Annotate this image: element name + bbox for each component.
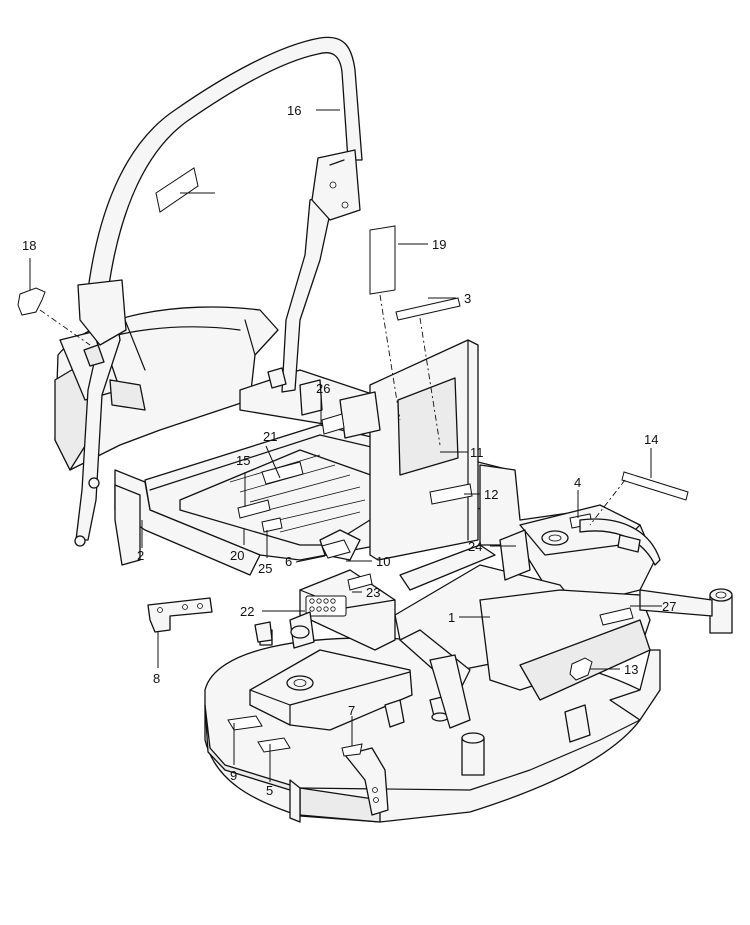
callout-7: 7 (348, 703, 355, 718)
deck-decal-5 (257, 737, 291, 753)
decal-25 (261, 517, 283, 533)
callout-10: 10 (376, 554, 390, 569)
loose-parts (17, 225, 689, 681)
strip-decal-3 (395, 297, 461, 321)
callout-25: 25 (258, 561, 272, 576)
decal-15 (237, 499, 271, 519)
strip-decal-14 (621, 471, 689, 501)
callout-5: 5 (266, 783, 273, 798)
callout-6: 6 (285, 554, 292, 569)
hand-decal-18 (17, 287, 46, 316)
callout-21: 21 (263, 429, 277, 444)
callout-20: 20 (230, 548, 244, 563)
callout-3: 3 (464, 291, 471, 306)
callout-4: 4 (574, 475, 581, 490)
callout-27: 27 (662, 599, 676, 614)
callout-9: 9 (230, 768, 237, 783)
decal-19 (369, 225, 396, 295)
callout-2: 2 (137, 548, 144, 563)
hand-decal-13 (569, 657, 593, 681)
decal-10 (321, 539, 351, 559)
callout-22: 22 (240, 604, 254, 619)
tractor-body (54, 306, 733, 729)
callout-23: 23 (366, 585, 380, 600)
bracket-8 (147, 597, 213, 633)
callout-24: 24 (468, 539, 482, 554)
leader-lines (29, 109, 662, 782)
callout-15: 15 (236, 453, 250, 468)
deck-decal-7 (341, 743, 363, 757)
callout-8: 8 (153, 671, 160, 686)
seat-decal-12 (429, 483, 473, 505)
callout-26: 26 (316, 381, 330, 396)
callout-16: 16 (287, 103, 301, 118)
callout-13: 13 (624, 662, 638, 677)
callout-11: 11 (470, 445, 484, 460)
callout-12: 12 (484, 487, 498, 502)
callout-14: 14 (644, 432, 658, 447)
decal-26 (321, 413, 345, 435)
rops-roll-bar (74, 36, 363, 547)
callout-1: 1 (448, 610, 455, 625)
decal-21 (261, 461, 304, 485)
deck-decal-9 (227, 715, 263, 731)
callout-19: 19 (432, 237, 446, 252)
callout-labels: 16 19 3 18 26 21 15 11 12 14 4 20 2 6 10… (22, 103, 676, 798)
side-decal-27 (599, 607, 634, 626)
callout-18: 18 (22, 238, 36, 253)
assembly-lines (39, 294, 626, 526)
rops-decal (155, 167, 199, 213)
